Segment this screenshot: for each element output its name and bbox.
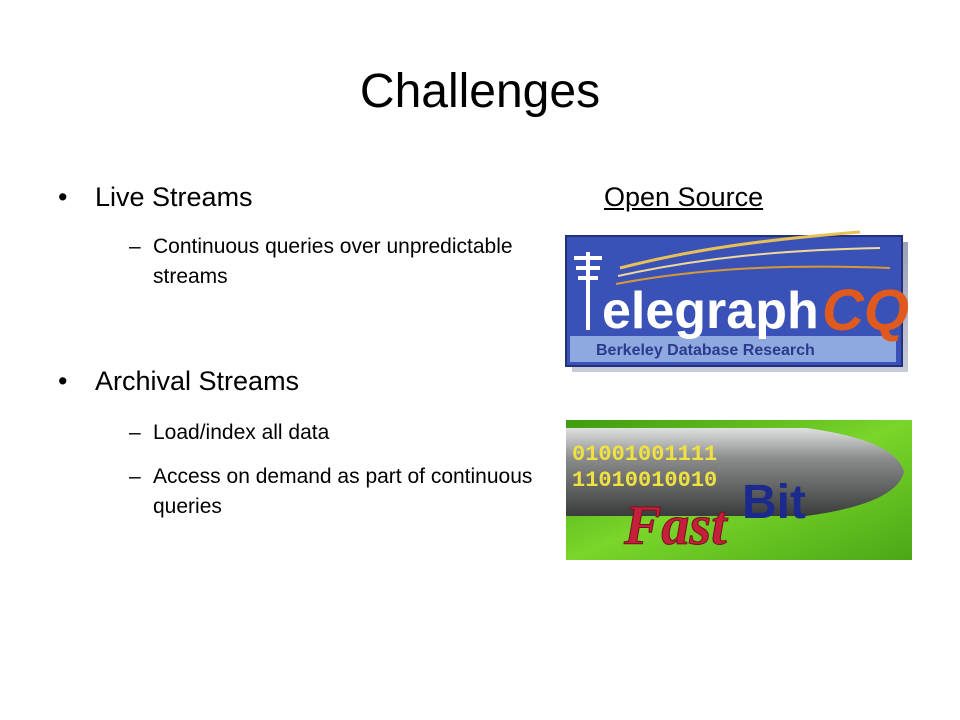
fastbit-logo: 01001001111 11010010010 Fast Bit: [566, 420, 912, 560]
sub-bullet-dash: –: [129, 465, 141, 488]
tagline-band: [570, 336, 896, 362]
open-source-heading: Open Source: [604, 182, 764, 212]
cq-wordmark: CQ: [822, 278, 909, 343]
bullet-dot: •: [58, 366, 68, 396]
telegraph-wordmark: elegraph: [602, 282, 819, 340]
fast-wordmark: Fast: [623, 495, 728, 557]
telegraphcq-logo: elegraph CQ Berkeley Database Research: [565, 230, 909, 372]
bit-wordmark: Bit: [742, 476, 806, 529]
sub-bullet-text: Access on demand as part of continuous q…: [153, 465, 533, 518]
slide-title: Challenges: [359, 65, 601, 118]
sub-bullet-text: Continuous queries over unpredictable st…: [153, 235, 513, 288]
bullet-dot: •: [58, 182, 68, 212]
bullet-shape-icon: [566, 428, 904, 516]
sub-bullet-text: Load/index all data: [153, 421, 330, 444]
bullet-label: Archival Streams: [95, 366, 300, 396]
telegraph-tagline: Berkeley Database Research: [596, 342, 815, 359]
sub-bullet-dash: –: [129, 421, 141, 444]
bullet-label: Live Streams: [95, 182, 253, 212]
binary-text: 01001001111: [572, 442, 717, 467]
sub-bullet-dash: –: [129, 235, 141, 258]
telegraph-pole-icon: [574, 252, 602, 330]
binary-text: 11010010010: [572, 468, 717, 493]
